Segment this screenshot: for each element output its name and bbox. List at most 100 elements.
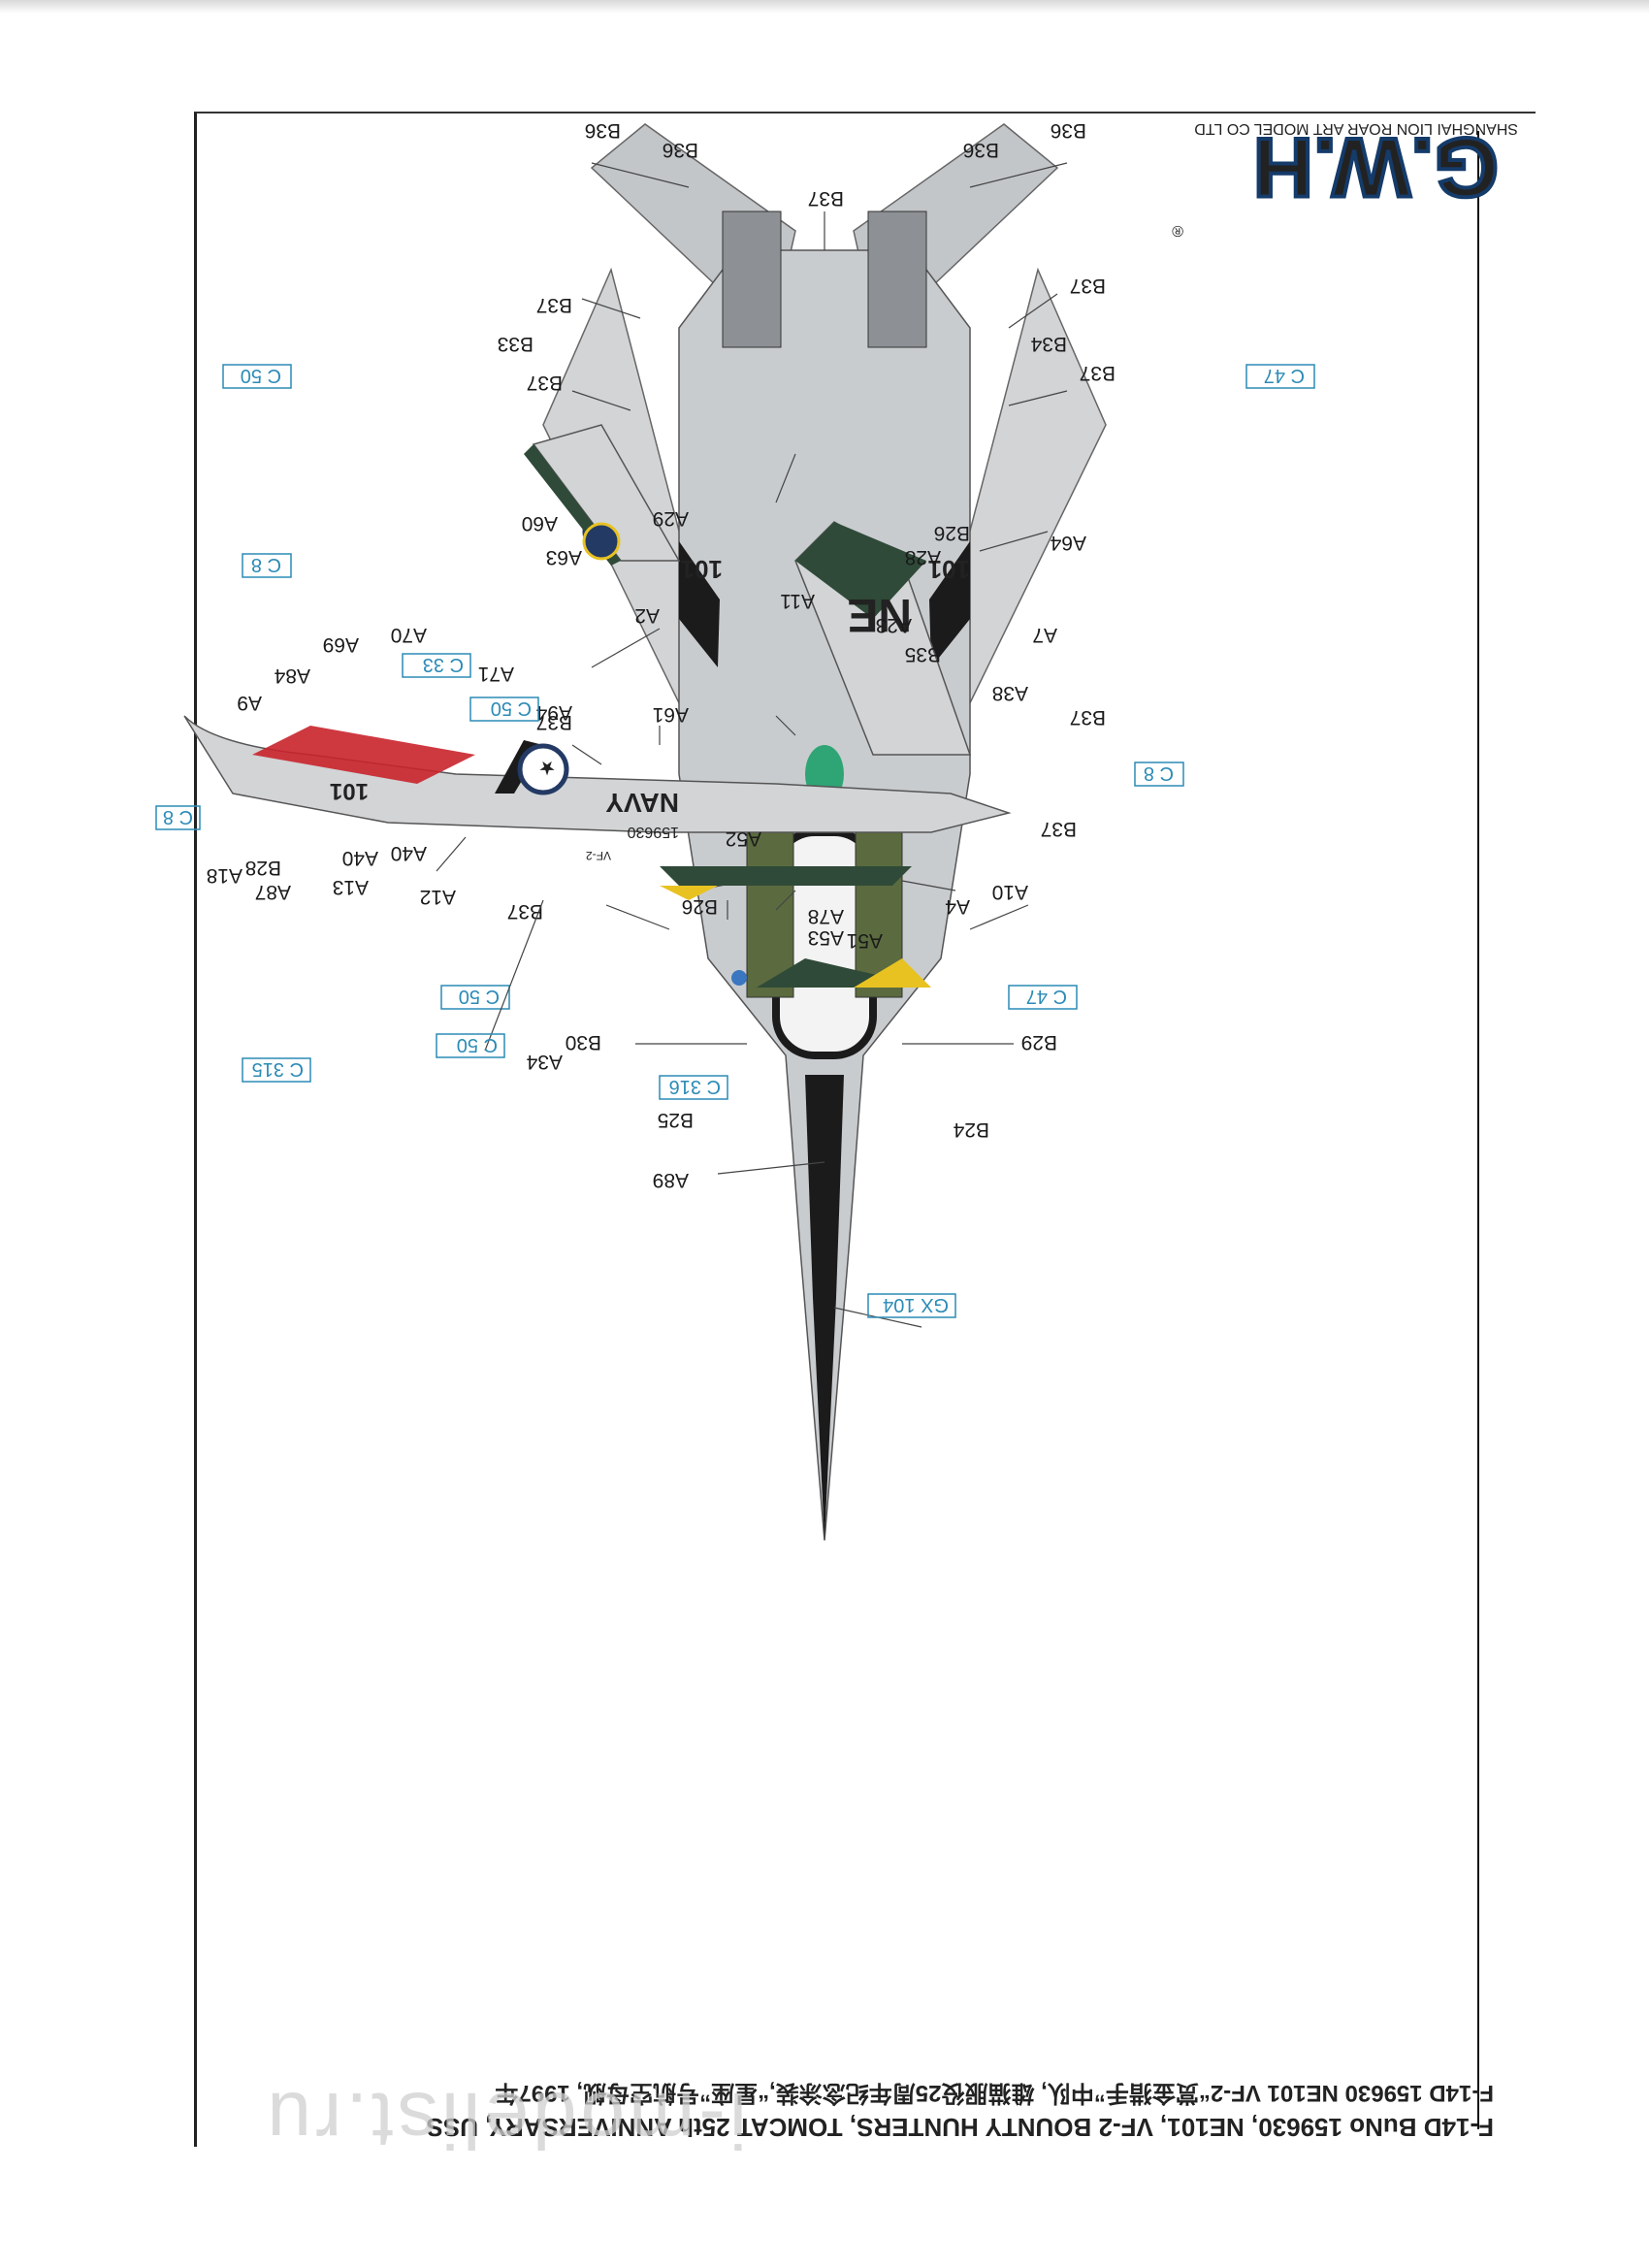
ref-c50-mid: C 50 [459, 986, 500, 1007]
callout-a51: A51 [847, 929, 883, 952]
callout-b37-r1: B37 [536, 294, 572, 316]
spine-green [660, 866, 912, 886]
callout-b37-l2: B37 [1080, 362, 1116, 384]
callout-b37-l4: B37 [1041, 818, 1077, 840]
aircraft-side-view: ★ NAVY 159630 VF-2 101 NE [183, 424, 1012, 988]
ref-c316: C 316 [669, 1076, 721, 1097]
callout-a7: A7 [1032, 624, 1057, 646]
wing-piece-yellow [854, 958, 931, 988]
side-modex: 101 [330, 778, 369, 804]
logo-text: G.W.H [1253, 120, 1499, 213]
ref-gx104: GX 104 [883, 1294, 949, 1315]
callout-b33: B33 [498, 333, 534, 355]
ref-c8-left: C 8 [251, 554, 281, 575]
leader-lines-side-view [436, 453, 796, 1052]
callout-a40-2: A40 [391, 842, 427, 864]
side-squadron: VF-2 [586, 849, 611, 862]
callout-b34: B34 [1030, 333, 1067, 355]
callout-a78: A78 [808, 905, 844, 927]
callout-b28: B28 [245, 857, 281, 879]
callout-a53: A53 [808, 926, 844, 949]
callout-b37-r2: B37 [527, 372, 563, 394]
modex-left: 101 [928, 555, 970, 584]
callout-b25: B25 [658, 1109, 694, 1131]
callout-a89: A89 [653, 1169, 689, 1191]
callout-b37-top: B37 [808, 187, 844, 210]
wing-black-mark-left [929, 541, 970, 667]
dot-blue [731, 970, 747, 986]
callout-b35: B35 [905, 643, 941, 665]
spine-yellow [660, 886, 718, 900]
modex-right: 101 [681, 555, 723, 584]
callout-a13: A13 [333, 876, 369, 898]
callout-a2: A2 [634, 604, 660, 627]
callout-a70: A70 [391, 624, 427, 646]
title-chinese: F-14D 159630 NE101 VF-2“赏金猎手”中队, 雄猫服役25周… [495, 2080, 1494, 2107]
svg-text:★: ★ [538, 757, 556, 778]
callout-a94: A94 [535, 701, 572, 724]
ref-c47-top: C 47 [1264, 365, 1305, 386]
callout-b37-r4: B37 [507, 900, 543, 923]
callout-a71: A71 [478, 663, 514, 685]
squadron-badge [582, 522, 621, 561]
rotated-sheet-content: F-14D BuNo 159630, NE101, VF-2 BOUNTY HU… [155, 118, 1518, 2164]
side-roundel [517, 743, 569, 795]
callout-b36-4: B36 [663, 139, 698, 161]
ref-c8-right: C 8 [1144, 762, 1174, 784]
callout-a87: A87 [255, 881, 291, 903]
sheet-border [194, 112, 1536, 2147]
watermark: i-modelist.ru [263, 2076, 747, 2164]
ref-c47-mid: C 47 [1026, 986, 1067, 1007]
callout-a23: A23 [876, 614, 912, 636]
vertical-tail-green [795, 522, 926, 619]
sheet-right-edge [1477, 131, 1479, 2129]
callout-a60: A60 [522, 512, 558, 535]
company-name: SHANGHAI LION ROAR ART MODEL CO LTD [1194, 120, 1518, 137]
callout-b36-3: B36 [585, 119, 621, 142]
callout-a38: A38 [992, 682, 1028, 704]
callout-a52: A52 [726, 827, 761, 850]
reference-boxes-side-view: C 316 C 315 C 50 C 50 C 33 C 8 [155, 653, 728, 1100]
callout-a10: A10 [992, 881, 1028, 903]
callout-a63: A63 [546, 546, 582, 568]
callout-b24: B24 [953, 1118, 989, 1141]
title-block: F-14D BuNo 159630, NE101, VF-2 BOUNTY HU… [427, 2080, 1494, 2142]
callout-a64: A64 [1050, 532, 1086, 554]
callout-a28: A28 [905, 546, 941, 568]
page-top-shadow [0, 0, 1649, 14]
callout-a9: A9 [237, 692, 262, 714]
callout-a61: A61 [653, 703, 689, 726]
right-nacelle [722, 211, 782, 348]
callout-a18: A18 [207, 864, 242, 887]
title-english: F-14D BuNo 159630, NE101, VF-2 BOUNTY HU… [427, 2113, 1494, 2142]
callout-a40-1: A40 [342, 847, 378, 869]
nose-stripe [805, 1075, 844, 1540]
ref-c50-side: C 50 [457, 1034, 498, 1055]
side-buno: 159630 [628, 824, 679, 840]
callouts-bottom-view: B36 B36 B36 B36 B37 B37 B37 B37 B37 B34 … [498, 119, 1116, 1191]
callout-b37-l1: B37 [1070, 275, 1106, 297]
ref-c8-side: C 8 [163, 806, 193, 827]
ref-c315: C 315 [252, 1058, 304, 1080]
callout-a34: A34 [526, 1051, 563, 1073]
wing-black-mark-right [679, 541, 720, 667]
callout-a84: A84 [274, 664, 310, 687]
callout-b30: B30 [566, 1031, 601, 1053]
callout-a69: A69 [323, 633, 359, 656]
left-nacelle [867, 211, 927, 348]
registered-mark: ® [1172, 222, 1183, 239]
side-navy: NAVY [605, 788, 679, 818]
side-red-chevron [252, 726, 475, 784]
ref-c33: C 33 [423, 654, 464, 675]
callout-a11: A11 [780, 590, 815, 612]
reference-boxes-bottom-view: C 50 C 47 C 8 C 8 C 50 C 47 GX 104 [222, 364, 1315, 1318]
callout-b37-r3: B37 [536, 711, 572, 733]
callout-a12: A12 [420, 886, 456, 908]
callout-b26-2: B26 [934, 522, 970, 544]
tail-code: NE [847, 589, 912, 640]
callout-b29: B29 [1021, 1031, 1057, 1053]
callout-b36-2: B36 [963, 139, 999, 161]
callout-b37-l3: B37 [1070, 706, 1106, 729]
ref-c50-top: C 50 [241, 365, 281, 386]
